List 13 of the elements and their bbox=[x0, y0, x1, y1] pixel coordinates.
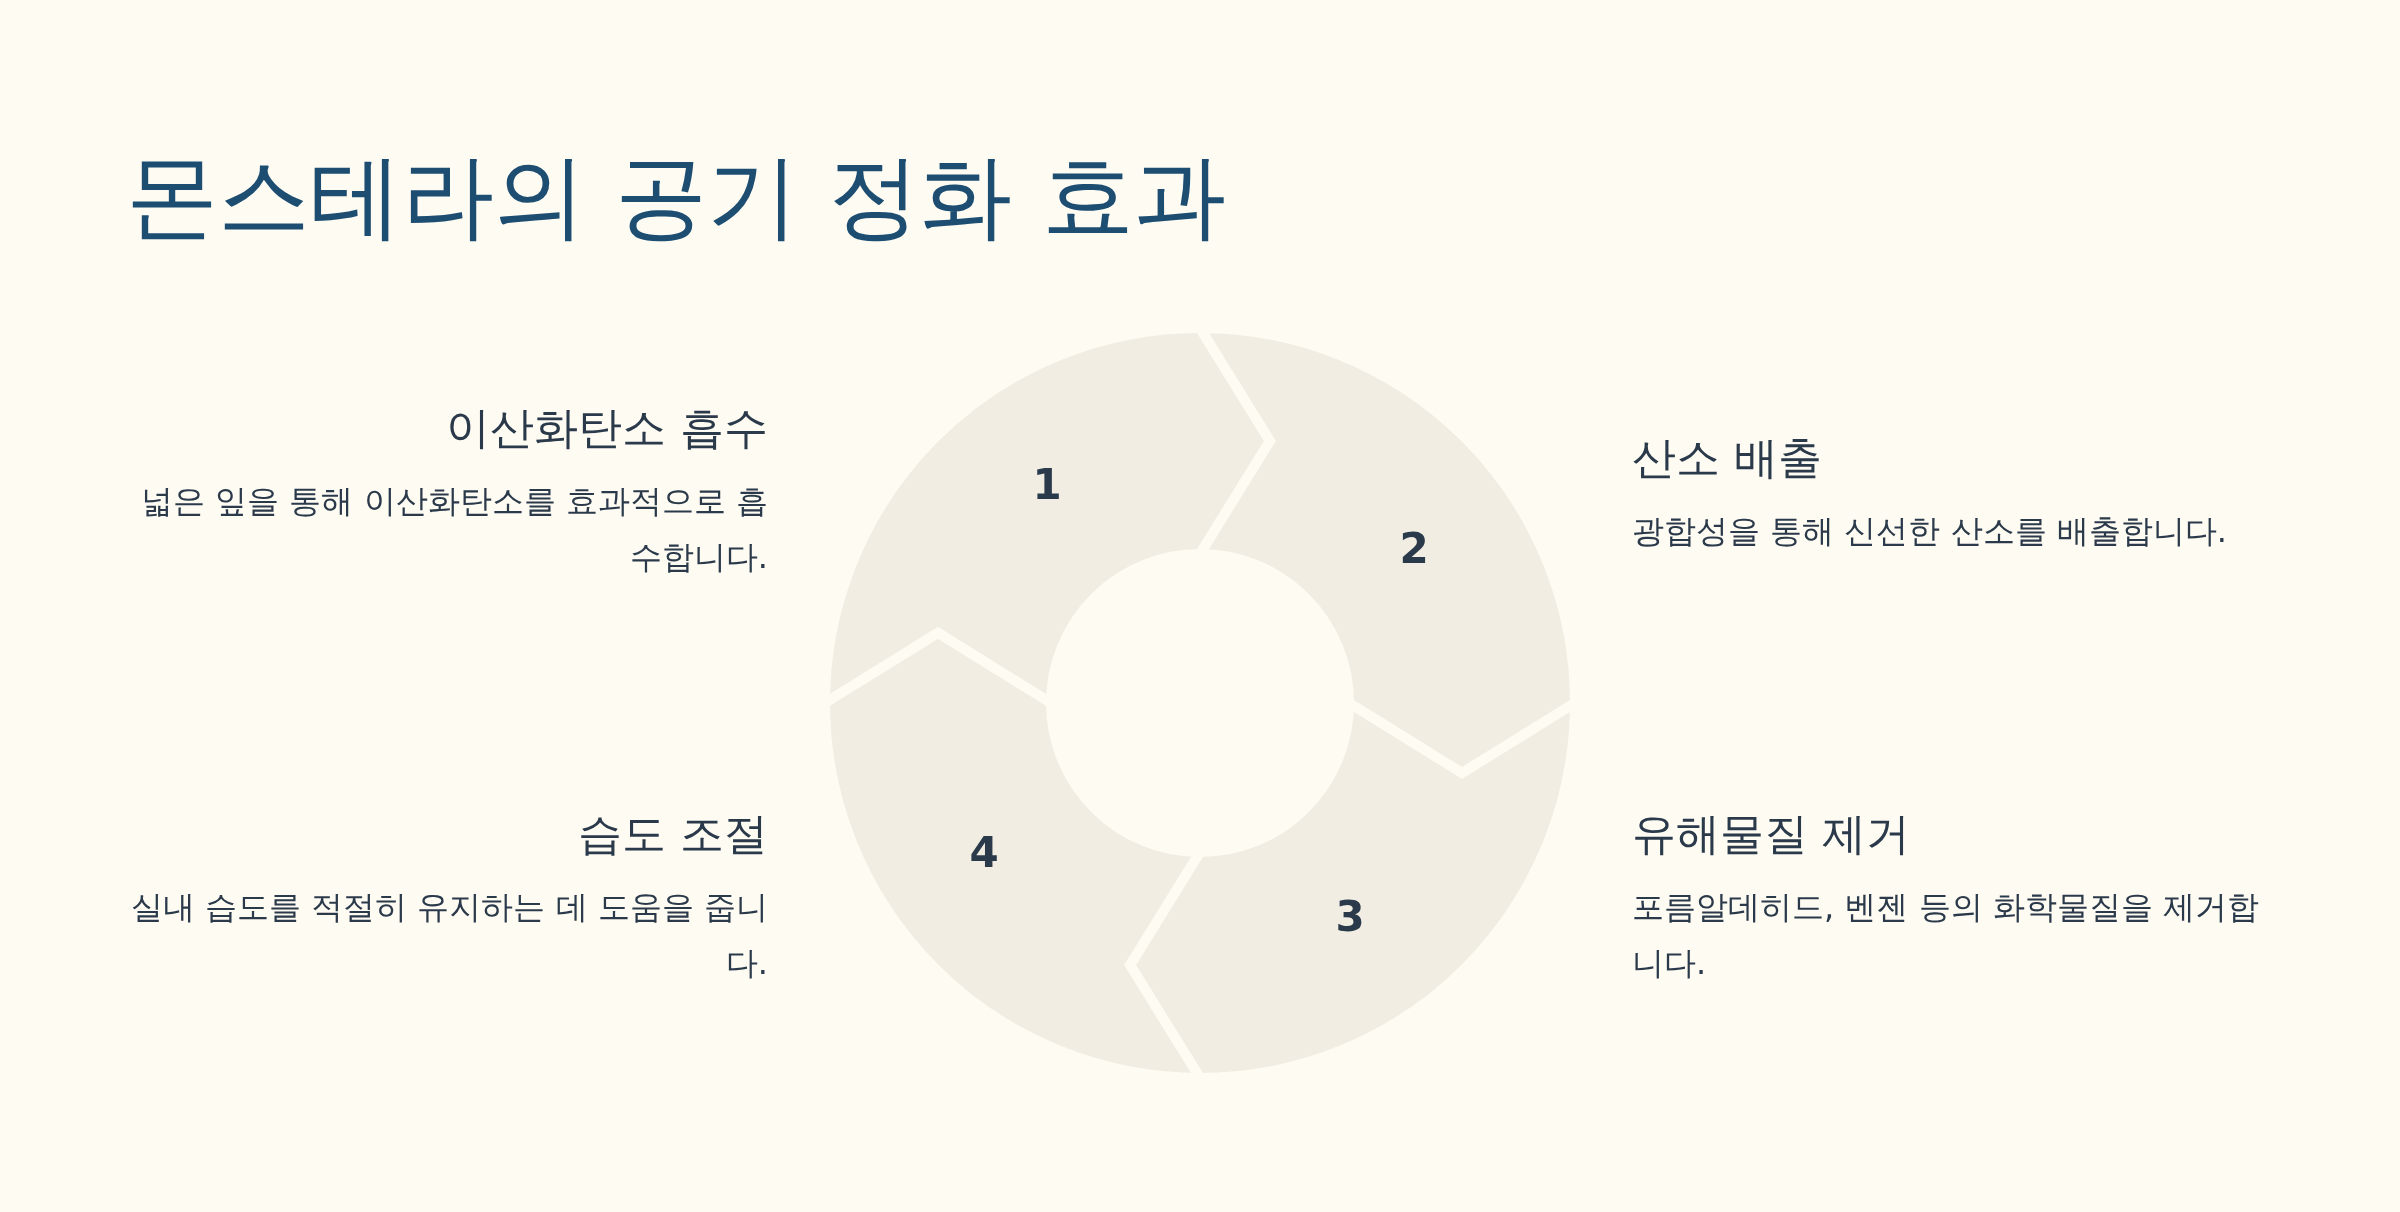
title: 몬스테라의 공기 정화 효과 bbox=[126, 142, 1226, 252]
step-number: 2 bbox=[1398, 523, 1430, 575]
step-description: 실내 습도를 적절히 유지하는 데 도움을 줍니다. bbox=[130, 887, 768, 984]
step-heading: 산소 배출 bbox=[1632, 431, 1823, 485]
step-description: 광합성을 통해 신선한 산소를 배출합니다. bbox=[1632, 511, 2228, 552]
step-heading: 유해물질 제거 bbox=[1632, 807, 1911, 861]
step-heading: 이산화탄소 흡수 bbox=[445, 401, 768, 455]
step-number: 1 bbox=[1031, 459, 1063, 511]
step-number: 3 bbox=[1334, 891, 1366, 943]
step-number: 4 bbox=[968, 827, 1000, 879]
step-description: 넓은 잎을 통해 이산화탄소를 효과적으로 흡수합니다. bbox=[140, 481, 768, 578]
step-heading: 습도 조절 bbox=[577, 807, 768, 861]
step-description: 포름알데히드, 벤젠 등의 화학물질을 제거합니다. bbox=[1632, 887, 2260, 984]
